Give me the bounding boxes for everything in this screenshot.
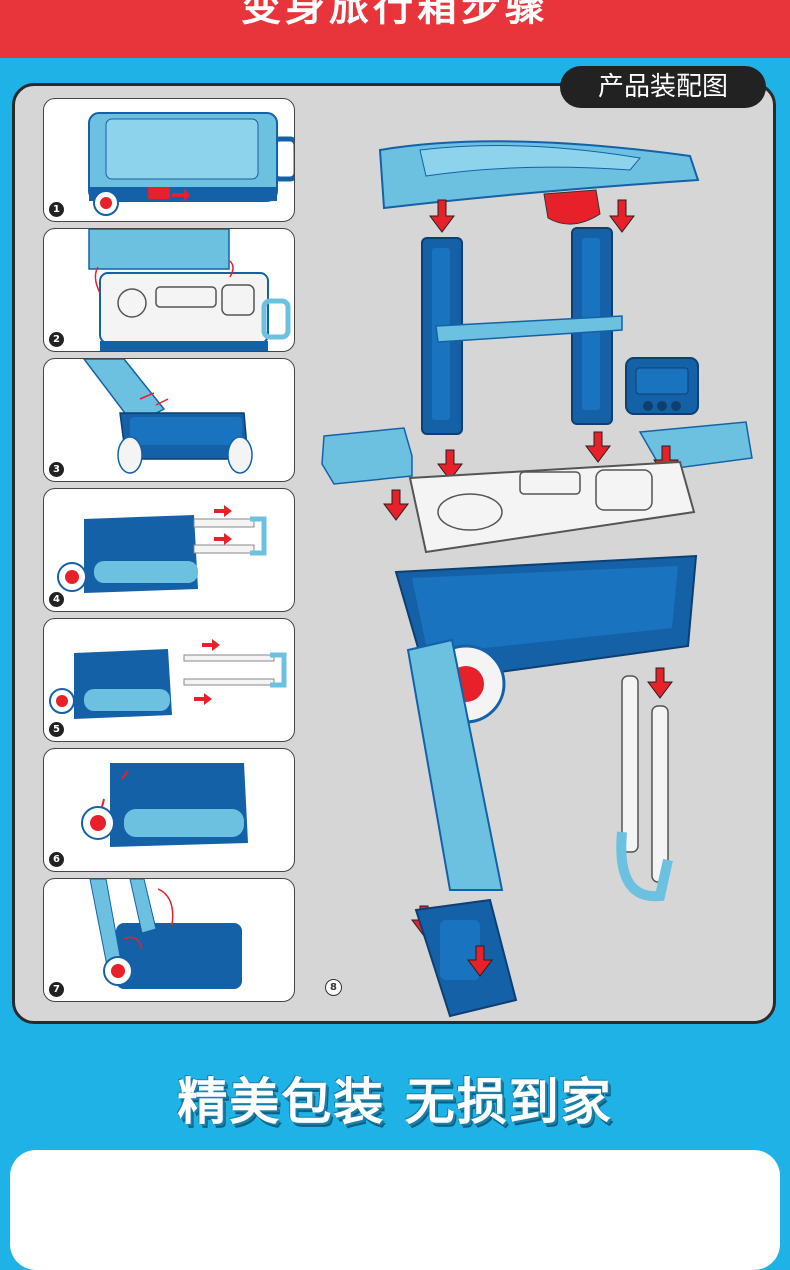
- assembly-diagram: [321, 140, 753, 1018]
- top-banner: 变身旅行箱步骤: [0, 0, 790, 58]
- bottom-card: [10, 1150, 780, 1270]
- step-5-number: 5: [49, 722, 64, 737]
- step-5-card: 5: [43, 618, 295, 742]
- step-6-card: 6: [43, 748, 295, 872]
- step-2-number: 2: [49, 332, 64, 347]
- step-1-number: 1: [49, 202, 64, 217]
- step-1-illustration: [88, 112, 294, 216]
- step-8-number: 8: [325, 979, 342, 996]
- step-4-number: 4: [49, 592, 64, 607]
- step-2-card: 2: [43, 228, 295, 352]
- step-3-card: 3: [43, 358, 295, 482]
- step-3-number: 3: [49, 462, 64, 477]
- step-3-illustration: [83, 359, 253, 474]
- step-4-illustration: [57, 505, 267, 593]
- assembly-diagram-tag: 产品装配图: [560, 66, 766, 108]
- step-1-card: 1: [43, 98, 295, 222]
- step-4-card: 4: [43, 488, 295, 612]
- step-6-number: 6: [49, 852, 64, 867]
- step-7-illustration: [89, 879, 242, 989]
- banner-title: 变身旅行箱步骤: [241, 0, 549, 30]
- step-2-illustration: [88, 229, 291, 351]
- step-7-number: 7: [49, 982, 64, 997]
- packaging-slogan: 精美包装 无损到家: [177, 1073, 613, 1131]
- step-6-illustration: [81, 763, 248, 847]
- step-5-illustration: [49, 639, 287, 719]
- step-7-card: 7: [43, 878, 295, 1002]
